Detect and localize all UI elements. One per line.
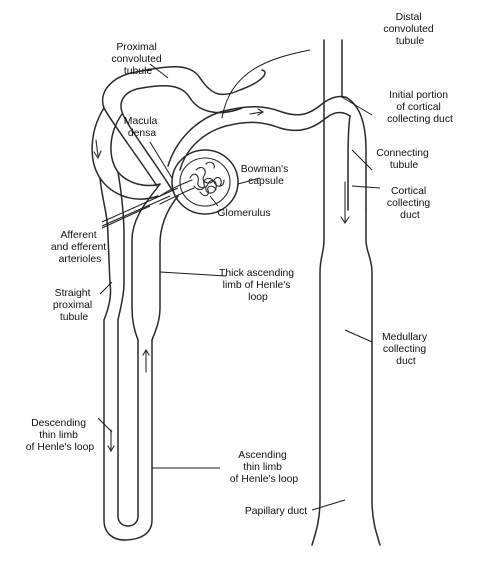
connecting-tubule-inner	[347, 115, 351, 211]
bowmans-capsule-outer	[171, 149, 239, 215]
label-connecting-tubule: Connecting tubule	[376, 148, 431, 171]
label-bowmans-capsule: Bowman's capsule	[241, 164, 292, 187]
label-ascending-thin-limb: Ascending thin limb of Henle's loop	[230, 450, 299, 485]
label-glomerulus: Glomerulus	[217, 208, 270, 219]
label-thick-ascending-limb: Thick ascending limb of Henle's loop	[219, 268, 297, 303]
proximal-tubule-outer	[101, 66, 266, 187]
label-straight-proximal-tubule: Straight proximal tubule	[53, 288, 95, 323]
distal-tubule-outer	[167, 95, 351, 167]
thick-ascending-limb-left	[131, 183, 161, 341]
label-afferent-efferent-arterioles: Afferent and efferent arterioles	[51, 230, 109, 265]
collecting-duct-left	[311, 109, 325, 546]
ascending-thin-limb-left	[127, 339, 139, 527]
label-cortical-collecting-duct: Cortical collecting duct	[387, 186, 433, 221]
label-initial-portion-cortical-collecting-duct: Initial portion of cortical collecting d…	[387, 90, 453, 125]
afferent-arteriole	[159, 179, 193, 197]
flow-arrow-distal	[249, 111, 263, 115]
label-proximal-convoluted-tubule: Proximal convoluted tubule	[111, 42, 164, 77]
bowmans-capsule-inner	[179, 157, 231, 207]
straight-proximal-left	[99, 177, 112, 321]
label-medullary-collecting-duct: Medullary collecting duct	[382, 332, 430, 367]
thick-ascending-limb-right	[151, 195, 179, 341]
label-descending-thin-limb: Descending thin limb of Henle's loop	[26, 418, 95, 453]
collecting-duct-right	[365, 209, 381, 546]
descending-thin-limb-left	[103, 319, 125, 541]
distal-tubule-inner	[179, 111, 351, 171]
ascending-thin-limb-right	[123, 339, 153, 541]
efferent-arteriole	[159, 187, 195, 205]
descending-thin-limb-right	[117, 319, 129, 527]
connecting-tubule-outer	[349, 99, 367, 211]
straight-proximal-right	[117, 171, 125, 321]
glomerulus-tuft	[189, 161, 225, 197]
proximal-tubule-inner	[120, 84, 243, 191]
flow-arrow-proximal	[95, 139, 99, 157]
label-macula-densa: Macula densa	[124, 116, 160, 139]
leader-lines	[97, 49, 381, 511]
label-distal-convoluted-tubule: Distal convoluted tubule	[383, 12, 436, 47]
label-papillary-duct: Papillary duct	[245, 506, 307, 517]
